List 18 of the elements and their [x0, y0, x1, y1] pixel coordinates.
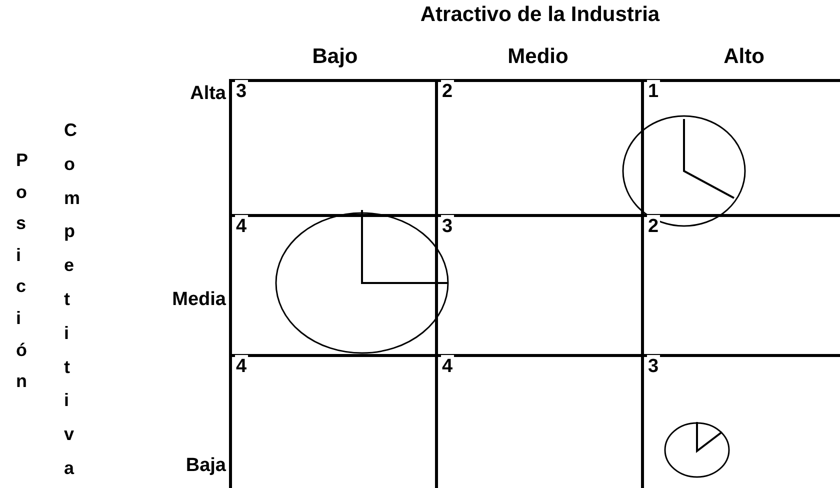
- column-header: Medio: [508, 44, 568, 70]
- matrix-cell: [435, 354, 641, 488]
- matrix-cell: [641, 79, 840, 214]
- matrix-cell: [229, 79, 435, 214]
- matrix-cell: [641, 354, 840, 488]
- row-header: Media: [172, 288, 226, 312]
- matrix-cell: [435, 214, 641, 354]
- matrix-cell: [641, 214, 840, 354]
- row-header: Alta: [190, 82, 226, 106]
- row-header: Baja: [186, 454, 226, 478]
- axis-label: Posición: [16, 149, 34, 394]
- column-header: Alto: [724, 44, 764, 70]
- matrix-cell: [229, 214, 435, 354]
- axis-label: Competitiva: [64, 119, 82, 480]
- matrix-cell: [229, 354, 435, 488]
- column-header: Bajo: [312, 44, 358, 70]
- matrix-cell: [435, 79, 641, 214]
- title: Atractivo de la Industria: [419, 2, 661, 28]
